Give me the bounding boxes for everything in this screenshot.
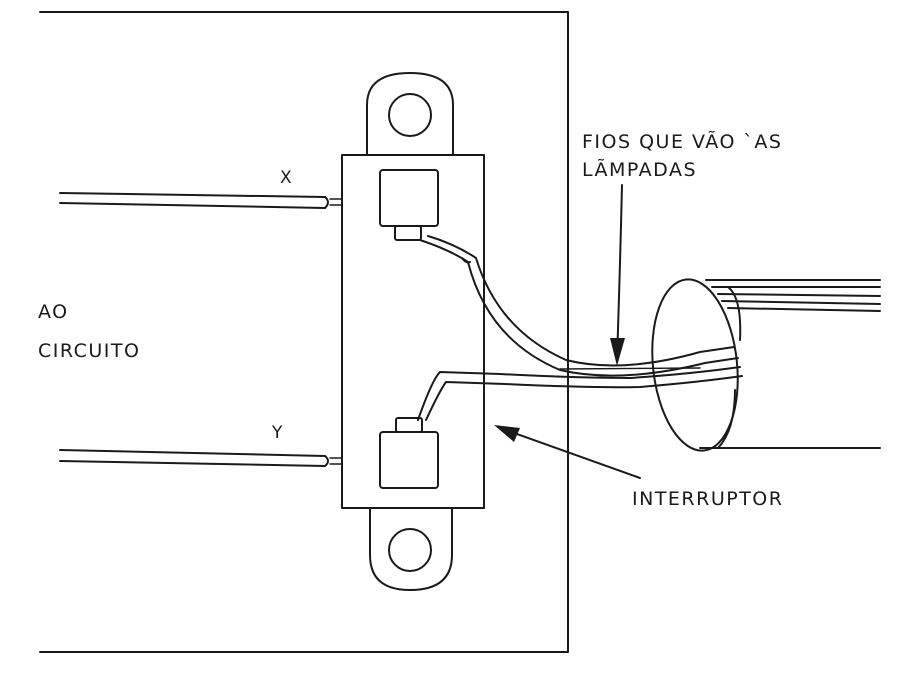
label-fios-line2: LÃMPADAS [582, 158, 697, 181]
label-ao: AO [38, 301, 69, 323]
label-interruptor: INTERRUPTOR [632, 488, 783, 510]
arrow-fios [610, 184, 625, 366]
terminal-y [379, 417, 439, 489]
label-x: X [280, 168, 292, 188]
conduit [651, 278, 881, 452]
terminal-x [379, 169, 439, 241]
switch-body [341, 72, 485, 591]
label-fios-line1: FIOS QUE VÃO `AS [582, 130, 783, 153]
wall-box-outline [39, 11, 569, 653]
wire-x [59, 192, 383, 209]
bottom-screw-hole [388, 528, 432, 572]
lamp-wires [417, 235, 743, 421]
label-circuito: CIRCUITO [38, 340, 140, 362]
wire-y [59, 449, 383, 467]
label-y: Y [271, 423, 283, 443]
arrow-interruptor [494, 425, 641, 479]
top-screw-hole [388, 93, 432, 137]
bottom-mounting-ear [369, 507, 453, 591]
top-mounting-ear [366, 72, 454, 156]
